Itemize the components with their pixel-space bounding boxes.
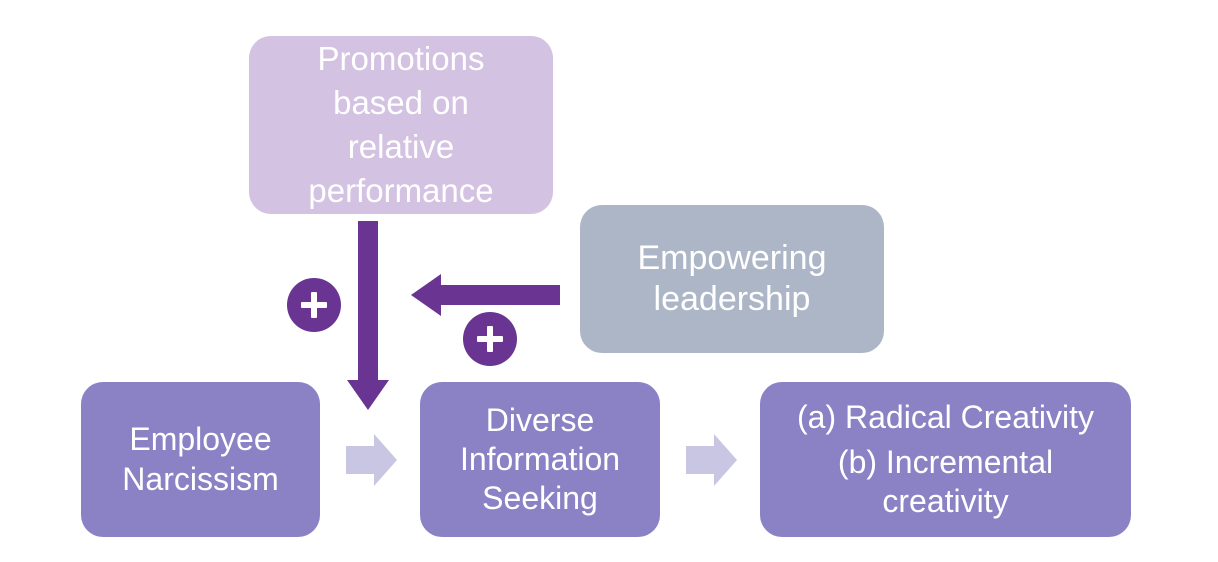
creativity-line-b2: creativity: [882, 483, 1009, 520]
info-line-1: Diverse: [485, 401, 595, 438]
creativity-line-a: (a) Radical Creativity: [797, 398, 1094, 435]
promotions-moderator-arrow: [347, 221, 389, 410]
creativity-box: (a) Radical Creativity (b) Incremental c…: [760, 382, 1131, 537]
plus-sign-promotions: [287, 278, 341, 332]
promotions-box: Promotions based on relative performance: [249, 36, 553, 214]
employee-narcissism-box: Employee Narcissism: [81, 382, 320, 537]
narcissism-line-2: Narcissism: [122, 460, 279, 497]
empowering-line-1: Empowering: [637, 238, 827, 277]
info-line-3: Seeking: [482, 480, 598, 517]
creativity-line-b1: (b) Incremental: [837, 443, 1054, 480]
narcissism-line-1: Employee: [129, 421, 272, 458]
promotions-line-4: performance: [308, 172, 494, 210]
empowering-leadership-box: Empowering leadership: [580, 205, 884, 353]
flow-arrow-2: [686, 434, 737, 486]
plus-sign-empowering: [463, 312, 517, 366]
promotions-line-2: based on: [333, 83, 469, 121]
info-line-2: Information: [459, 440, 621, 477]
promotions-line-3: relative: [347, 128, 455, 165]
flow-arrow-1: [346, 434, 397, 486]
empowering-moderator-arrow: [411, 274, 560, 316]
information-seeking-box: Diverse Information Seeking: [420, 382, 660, 537]
promotions-line-1: Promotions: [317, 39, 485, 77]
empowering-line-2: leadership: [653, 280, 811, 318]
